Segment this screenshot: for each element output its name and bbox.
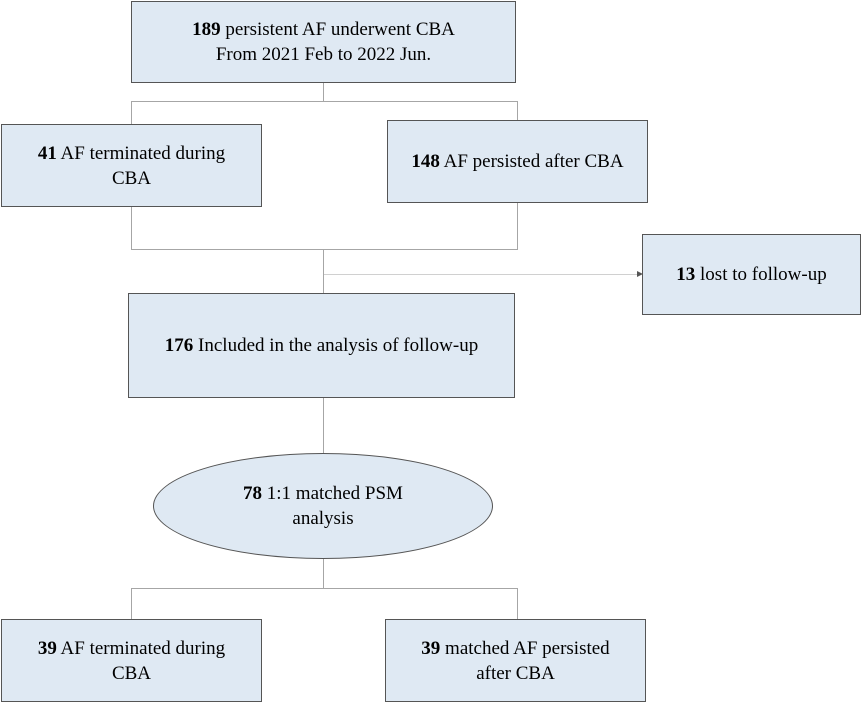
bottom-terminated-count: 39 [37,637,57,659]
connector-bottom-right-down [517,588,518,619]
bottom-terminated-text-2: CBA [111,662,152,684]
terminated-text-2: CBA [111,167,152,189]
lost-count: 13 [676,264,696,285]
connector-left-up [131,206,132,249]
connector-merge [131,249,518,250]
psm-count: 78 [243,483,263,504]
included-count: 176 [164,335,194,356]
connector-psm-stem [323,558,324,588]
bottom-persisted-text: matched AF persisted [445,637,610,659]
psm-text-2: analysis [292,508,354,529]
lost-text: lost to follow-up [700,264,827,285]
connector-merge-stem [323,249,324,293]
connector-left-down [131,101,132,124]
box-included: 176 Included in the analysis of follow-u… [128,293,515,398]
box-enrolled: 189 persistent AF underwent CBA From 202… [131,1,516,83]
box-af-terminated: 41 AF terminated during CBA [1,124,262,207]
psm-text: 1:1 matched PSM [266,483,403,504]
bottom-persisted-count: 39 [421,637,441,659]
enrolled-text: persistent AF underwent CBA [225,19,455,40]
enrolled-period: From 2021 Feb to 2022 Jun. [215,44,432,65]
connector-right-up [517,202,518,249]
connector-lost-arrow [324,274,638,275]
connector-bottom-split [131,588,518,589]
bottom-terminated-text: AF terminated during [60,637,226,659]
terminated-count: 41 [37,142,57,164]
box-bottom-terminated: 39 AF terminated during CBA [1,619,262,702]
terminated-text: AF terminated during [60,142,226,164]
box-bottom-persisted: 39 matched AF persisted after CBA [385,619,646,702]
ellipse-psm: 78 1:1 matched PSM analysis [153,453,493,559]
connector-right-down [517,101,518,120]
persisted-count: 148 [411,151,440,172]
persisted-text: AF persisted after CBA [443,151,624,172]
bottom-persisted-text-2: after CBA [476,662,555,684]
included-text: Included in the analysis of follow-up [198,335,479,356]
connector-bottom-left-down [131,588,132,619]
connector-top-stem [323,82,324,101]
box-af-persisted: 148 AF persisted after CBA [387,120,648,203]
lost-arrowhead [637,271,643,277]
connector-top-split [131,101,518,102]
enrolled-count: 189 [192,19,221,40]
box-lost-follow-up: 13 lost to follow-up [642,234,861,315]
connector-included-psm [323,398,324,453]
